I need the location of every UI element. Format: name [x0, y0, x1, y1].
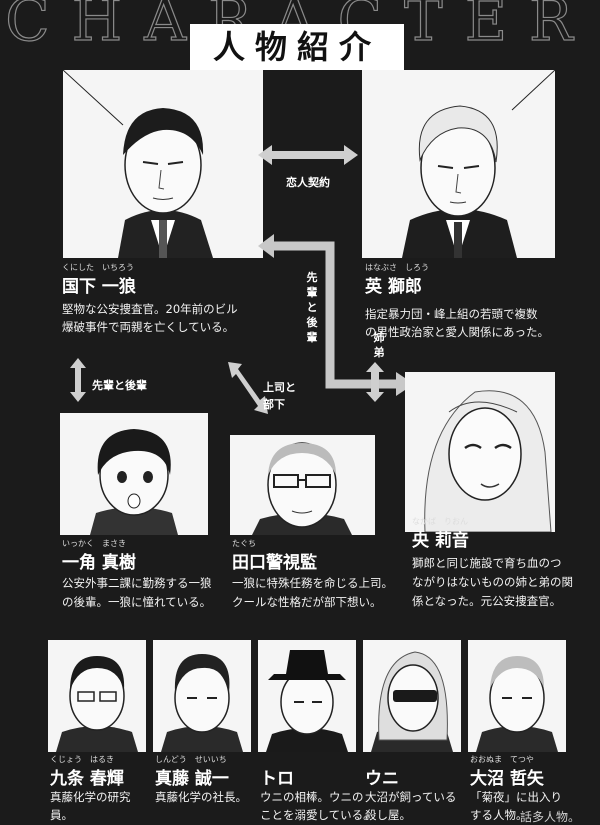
portrait-uni: [363, 640, 461, 752]
nakaba-ruby: なかば りおん: [412, 517, 468, 526]
hanabusa-ruby: はなぶさ しろう: [365, 263, 429, 272]
hanabusa-illustration: [362, 70, 555, 258]
portrait-taguchi: [230, 435, 375, 535]
toro-desc-2: ことを溺愛している。: [260, 808, 375, 822]
portrait-toro: [258, 640, 356, 752]
portrait-shindo: [153, 640, 251, 752]
kunishita-desc-1: 堅物な公安捜査官。20年前のビル: [62, 302, 238, 316]
shindo-ruby: しんどう せいいち: [155, 755, 227, 764]
shindo-illustration: [153, 640, 251, 752]
onuma-desc-1: 「菊夜」に出入り: [470, 790, 562, 804]
portrait-onuma: [468, 640, 566, 752]
nakaba-desc-1: 獅郎と同じ施設で育ち血のつ: [412, 556, 562, 570]
double-arrow-icon: [258, 145, 358, 165]
ikkaku-illustration: [60, 413, 208, 535]
kujo-desc-1: 真藤化学の研究: [50, 790, 131, 804]
onuma-illustration: [468, 640, 566, 752]
taguchi-desc-2: クールな性格だが部下想い。: [232, 595, 382, 609]
portrait-kujo: [48, 640, 146, 752]
hanabusa-desc-2: の男性政治家と愛人関係にあった。: [365, 325, 549, 339]
onuma-name: 大沼 哲矢: [470, 769, 544, 789]
nakaba-illustration: [405, 372, 555, 532]
hanabusa-desc-1: 指定暴力団・峰上組の若頭で複数: [365, 307, 538, 321]
uni-name: ウニ: [365, 769, 399, 789]
taguchi-desc-1: 一狼に特殊任務を命じる上司。: [232, 576, 393, 590]
relation-siblings: 姉弟: [373, 331, 385, 359]
toro-desc-1: ウニの相棒。ウニの: [260, 790, 364, 804]
onuma-desc-2: する人物。: [470, 808, 528, 822]
taguchi-illustration: [230, 435, 375, 535]
kujo-illustration: [48, 640, 146, 752]
double-arrow-icon: [366, 362, 384, 402]
portrait-ikkaku: [60, 413, 208, 535]
shindo-name: 真藤 誠一: [155, 769, 229, 789]
kujo-ruby: くじょう はるき: [50, 755, 114, 764]
relation-senior-junior-vertical: 先輩と後輩: [306, 271, 318, 344]
kunishita-name: 国下 一狼: [62, 277, 136, 297]
watermark: 話多人物。: [520, 810, 581, 824]
ikkaku-name: 一角 真樹: [62, 553, 136, 573]
nakaba-name: 央 莉音: [412, 531, 469, 551]
hanabusa-name: 英 獅郎: [365, 277, 422, 297]
portrait-kunishita: [63, 70, 263, 258]
relation-boss-1: 上司と: [263, 381, 296, 394]
page-title: 人物紹介: [190, 24, 404, 70]
shindo-desc-1: 真藤化学の社長。: [155, 790, 247, 804]
toro-illustration: [258, 640, 356, 752]
relation-senior-junior: 先輩と後輩: [92, 379, 147, 392]
kujo-name: 九条 春輝: [50, 769, 124, 789]
ikkaku-desc-1: 公安外事二課に勤務する一狼: [62, 576, 212, 590]
portrait-hanabusa: [362, 70, 555, 258]
portrait-nakaba: [405, 372, 555, 532]
double-arrow-icon: [70, 358, 86, 402]
kunishita-ruby: くにした いちろう: [62, 263, 134, 272]
taguchi-ruby: たぐち: [232, 539, 256, 548]
kunishita-desc-2: 爆破事件で両親を亡くしている。: [62, 320, 235, 334]
kunishita-illustration: [63, 70, 263, 258]
relation-boss-2: 部下: [263, 398, 285, 411]
uni-desc-1: 大沼が飼っている: [365, 790, 457, 804]
onuma-ruby: おおぬま てつや: [470, 755, 534, 764]
double-arrow-icon: [228, 362, 268, 414]
nakaba-desc-2: ながりはないものの姉と弟の関: [412, 575, 573, 589]
toro-name: トロ: [260, 769, 294, 789]
nakaba-desc-3: 係となった。元公安捜査官。: [412, 594, 562, 608]
ikkaku-ruby: いっかく まさき: [62, 539, 126, 548]
uni-desc-2: 殺し屋。: [365, 808, 411, 822]
ikkaku-desc-2: の後輩。一狼に憧れている。: [62, 595, 212, 609]
uni-illustration: [363, 640, 461, 752]
kujo-desc-2: 員。: [50, 808, 73, 822]
relation-lovers: 恋人契約: [286, 176, 330, 189]
taguchi-name: 田口警視監: [232, 553, 317, 573]
